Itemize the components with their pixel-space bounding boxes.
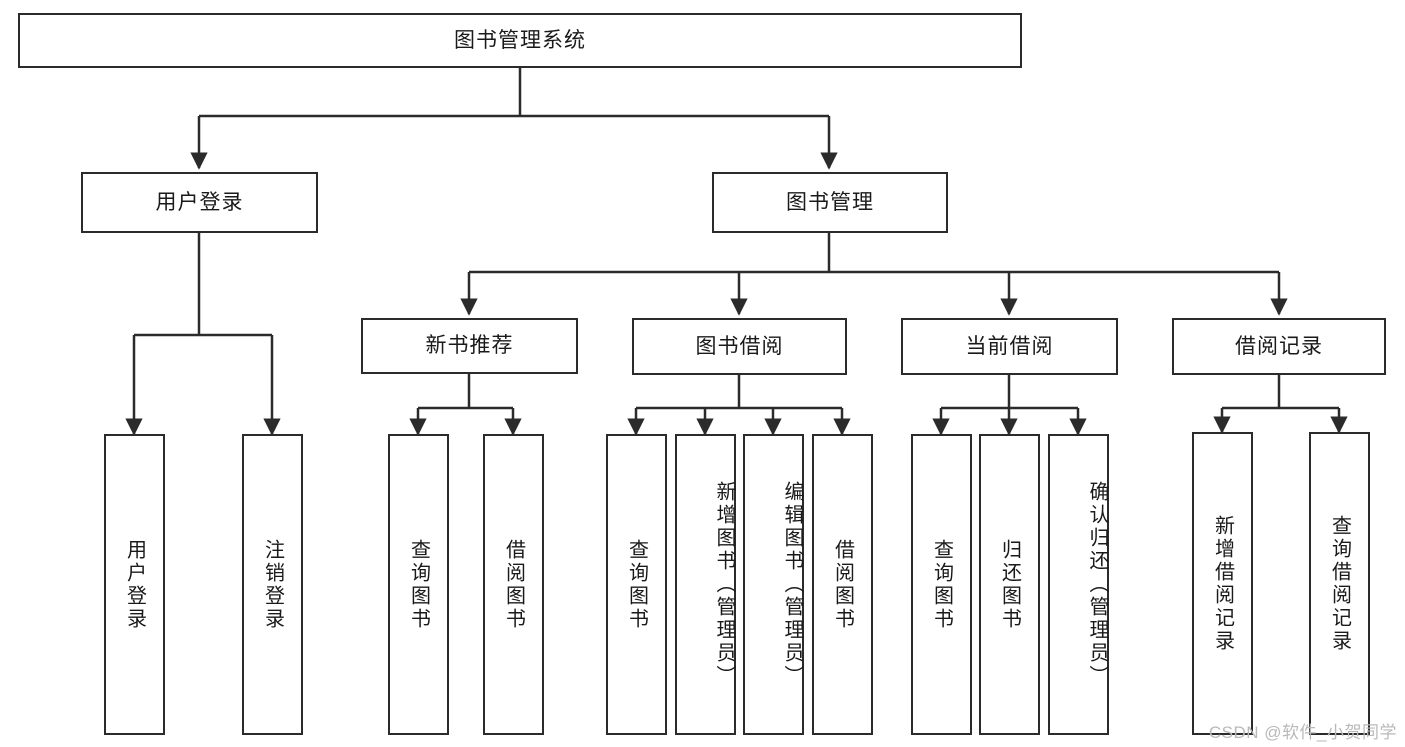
leaf-book-borrow-2-label: 新增图书（管理员） xyxy=(713,481,735,688)
leaf-new-book-1-label: 查询图书 xyxy=(407,538,430,631)
leaf-current-borrow-1[interactable]: 查询图书 xyxy=(911,434,972,735)
node-borrow-record[interactable]: 借阅记录 xyxy=(1172,318,1386,375)
leaf-book-borrow-4[interactable]: 借阅图书 xyxy=(812,434,873,735)
leaf-book-borrow-4-label: 借阅图书 xyxy=(831,538,854,631)
leaf-new-book-1[interactable]: 查询图书 xyxy=(388,434,449,735)
leaf-new-book-2[interactable]: 借阅图书 xyxy=(483,434,544,735)
leaf-book-borrow-1[interactable]: 查询图书 xyxy=(606,434,667,735)
leaf-book-borrow-3-label: 编辑图书（管理员） xyxy=(781,481,803,688)
leaf-new-book-2-label: 借阅图书 xyxy=(502,538,525,631)
node-user-login-label: 用户登录 xyxy=(155,190,244,214)
node-borrow-record-label: 借阅记录 xyxy=(1235,334,1323,358)
node-new-book-recommend[interactable]: 新书推荐 xyxy=(361,318,578,374)
watermark: CSDN @软件_小贺同学 xyxy=(1208,723,1397,742)
leaf-user-login-2-label: 注销登录 xyxy=(261,538,284,631)
leaf-current-borrow-3-label: 确认归还（管理员） xyxy=(1086,481,1108,688)
node-current-borrow[interactable]: 当前借阅 xyxy=(901,318,1118,375)
leaf-book-borrow-1-label: 查询图书 xyxy=(625,538,648,631)
node-book-borrow-label: 图书借阅 xyxy=(695,334,784,358)
node-book-borrow[interactable]: 图书借阅 xyxy=(632,318,847,375)
node-current-borrow-label: 当前借阅 xyxy=(965,334,1054,358)
leaf-current-borrow-3[interactable]: 确认归还（管理员） xyxy=(1048,434,1109,735)
node-book-manage-label: 图书管理 xyxy=(786,190,874,214)
leaf-book-borrow-3[interactable]: 编辑图书（管理员） xyxy=(743,434,804,735)
leaf-borrow-record-1-label: 新增借阅记录 xyxy=(1211,514,1234,653)
node-root[interactable]: 图书管理系统 xyxy=(18,13,1022,68)
leaf-current-borrow-2-label: 归还图书 xyxy=(998,538,1021,631)
leaf-borrow-record-1[interactable]: 新增借阅记录 xyxy=(1192,432,1253,735)
node-root-label: 图书管理系统 xyxy=(454,28,586,52)
node-user-login[interactable]: 用户登录 xyxy=(81,172,318,233)
node-new-book-recommend-label: 新书推荐 xyxy=(425,334,514,358)
leaf-user-login-2[interactable]: 注销登录 xyxy=(242,434,303,735)
leaf-user-login-1-label: 用户登录 xyxy=(123,538,146,631)
leaf-book-borrow-2[interactable]: 新增图书（管理员） xyxy=(675,434,736,735)
leaf-borrow-record-2[interactable]: 查询借阅记录 xyxy=(1309,432,1370,735)
node-book-manage[interactable]: 图书管理 xyxy=(712,172,948,233)
leaf-user-login-1[interactable]: 用户登录 xyxy=(104,434,165,735)
leaf-borrow-record-2-label: 查询借阅记录 xyxy=(1328,514,1351,653)
leaf-current-borrow-1-label: 查询图书 xyxy=(930,538,953,631)
leaf-current-borrow-2[interactable]: 归还图书 xyxy=(979,434,1040,735)
